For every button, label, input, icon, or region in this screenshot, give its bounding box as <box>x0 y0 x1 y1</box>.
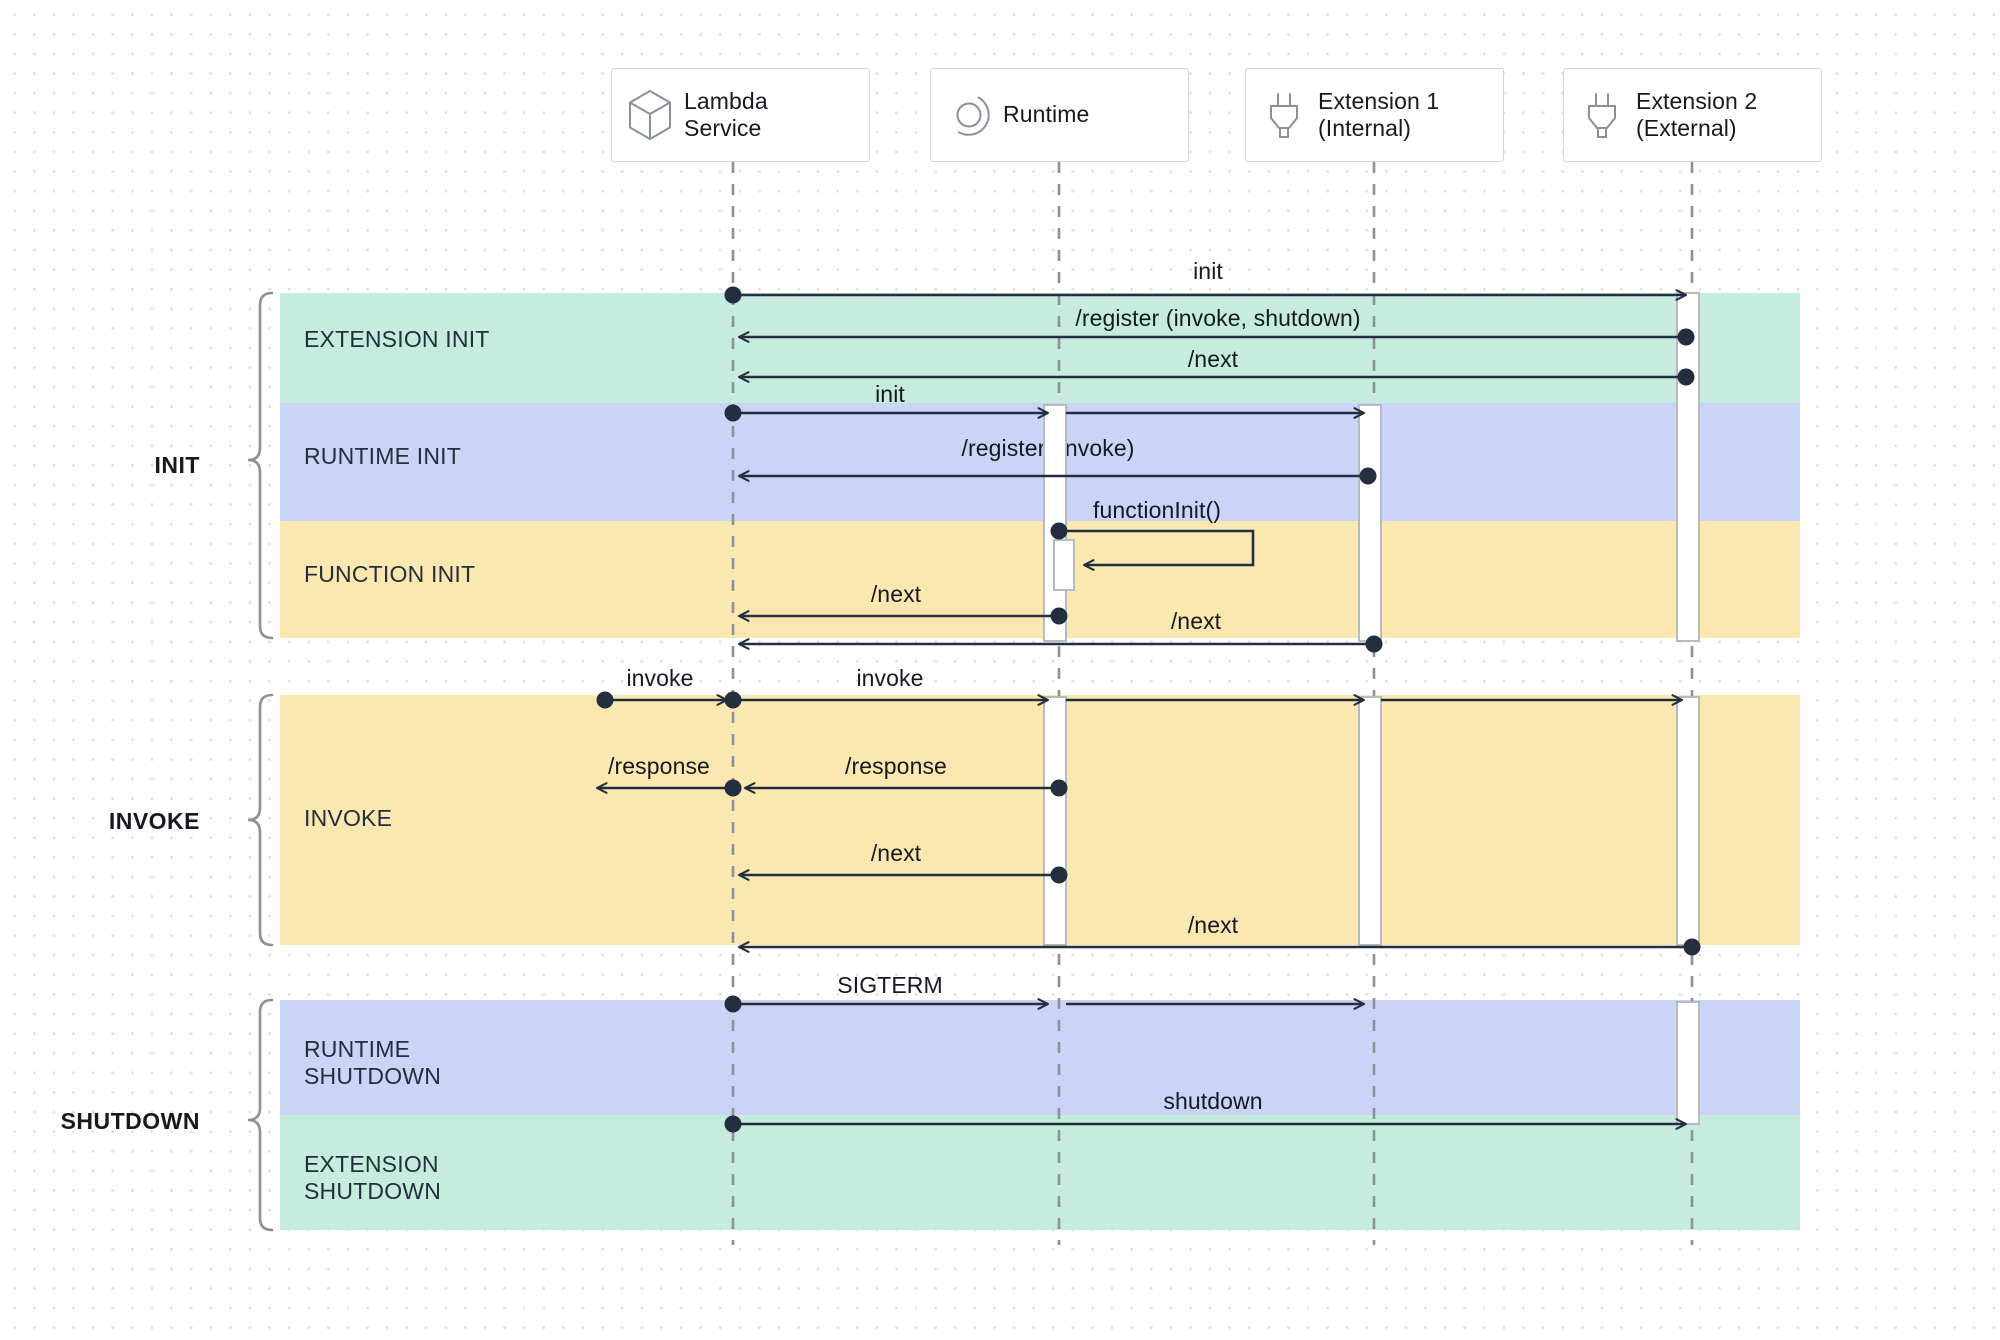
group-braces <box>247 291 274 1232</box>
message-source-dot-m2 <box>1677 328 1695 346</box>
phase-band-function-init: FUNCTION INIT <box>280 521 1800 638</box>
message-arrow-m6 <box>1059 529 1255 571</box>
participant-header-ext2[interactable]: Extension 2 (External) <box>1563 68 1822 162</box>
message-source-dot-m8 <box>1365 635 1383 653</box>
message-source-dot-m1 <box>724 286 742 304</box>
message-source-dot-m15 <box>724 995 742 1013</box>
phase-band-extension-init: EXTENSION INIT <box>280 293 1800 403</box>
message-label-m15: SIGTERM <box>837 972 943 998</box>
lifelines <box>731 162 1694 1245</box>
group-label-shutdown: SHUTDOWN <box>60 1108 200 1134</box>
participant-header-lambda[interactable]: Lambda Service <box>611 68 870 162</box>
activation-bar-runtime-init <box>1043 404 1067 642</box>
phase-label-extension-shutdown: EXTENSION SHUTDOWN <box>304 1151 442 1204</box>
participant-header-ext1[interactable]: Extension 1 (Internal) <box>1245 68 1504 162</box>
message-label-m12: /response <box>845 753 947 779</box>
message-source-dot-m10 <box>724 691 742 709</box>
message-label-m14: /next <box>1187 912 1239 938</box>
brace-invoke <box>247 693 274 947</box>
phase-label-runtime-init: RUNTIME INIT <box>304 443 461 469</box>
message-source-dot-m16 <box>724 1115 742 1133</box>
message-label-m13: /next <box>870 840 922 866</box>
plug-icon <box>1588 93 1616 138</box>
message-source-dot-m14 <box>1683 938 1701 956</box>
message-label-m8: /next <box>1170 608 1222 634</box>
phase-label-invoke: INVOKE <box>304 805 393 831</box>
message-label-m1: init <box>1193 258 1223 284</box>
phase-band-invoke: INVOKE <box>280 695 1800 945</box>
message-source-dot-m3 <box>1677 368 1695 386</box>
participant-label-ext1: Extension 1 (Internal) <box>1318 87 1440 141</box>
message-source-dot-m4 <box>724 404 742 422</box>
circle-arrow-icon <box>956 96 990 136</box>
brace-init <box>247 291 274 640</box>
phase-label-runtime-shutdown: RUNTIME SHUTDOWN <box>304 1036 442 1089</box>
message-source-dot-m5 <box>1359 467 1377 485</box>
phase-label-extension-init: EXTENSION INIT <box>304 326 490 352</box>
participant-label-lambda: Lambda Service <box>684 87 768 141</box>
participant-label-ext2: Extension 2 (External) <box>1636 87 1758 141</box>
activation-bar-ext2-shutdown <box>1676 1001 1700 1125</box>
message-label-m10: invoke <box>856 665 924 691</box>
participant-header-runtime[interactable]: Runtime <box>930 68 1189 162</box>
activation-bar-ext1-invoke <box>1358 696 1382 946</box>
message-label-m2: /register (invoke, shutdown) <box>1075 305 1361 331</box>
message-source-dot-m9 <box>596 691 614 709</box>
message-source-dot-m13 <box>1050 866 1068 884</box>
phase-band-extension-shutdown: EXTENSION SHUTDOWN <box>280 1115 1800 1230</box>
activation-bar-ext2-invoke <box>1676 696 1700 946</box>
message-label-m4: init <box>875 381 905 407</box>
message-label-m6: functionInit() <box>1093 497 1221 523</box>
message-source-dot-m12 <box>1050 779 1068 797</box>
activation-bar-ext1-init <box>1358 404 1382 642</box>
phase-band-runtime-shutdown: RUNTIME SHUTDOWN <box>280 1000 1800 1115</box>
activation-bar-runtime-self <box>1053 539 1075 591</box>
message-source-dot-m6 <box>1050 522 1068 540</box>
phase-band-runtime-init: RUNTIME INIT <box>280 403 1800 521</box>
message-waypoint-dot-m11 <box>724 779 742 797</box>
activation-bars <box>1043 292 1700 1125</box>
group-label-init: INIT <box>154 452 200 478</box>
group-label-invoke: INVOKE <box>108 808 200 834</box>
message-label-m9: invoke <box>626 665 694 691</box>
message-source-dot-m7 <box>1050 607 1068 625</box>
message-arrows <box>595 286 1701 1133</box>
message-label-m3: /next <box>1187 346 1239 372</box>
plug-icon <box>1270 93 1298 138</box>
message-label-m16: shutdown <box>1163 1088 1263 1114</box>
message-label-m7: /next <box>870 581 922 607</box>
brace-shutdown <box>247 998 274 1232</box>
activation-bar-runtime-invoke <box>1043 696 1067 946</box>
message-label-m11: /response <box>608 753 710 779</box>
cube-icon <box>629 90 671 140</box>
phase-label-function-init: FUNCTION INIT <box>304 561 476 587</box>
participant-label-runtime: Runtime <box>1003 101 1090 128</box>
